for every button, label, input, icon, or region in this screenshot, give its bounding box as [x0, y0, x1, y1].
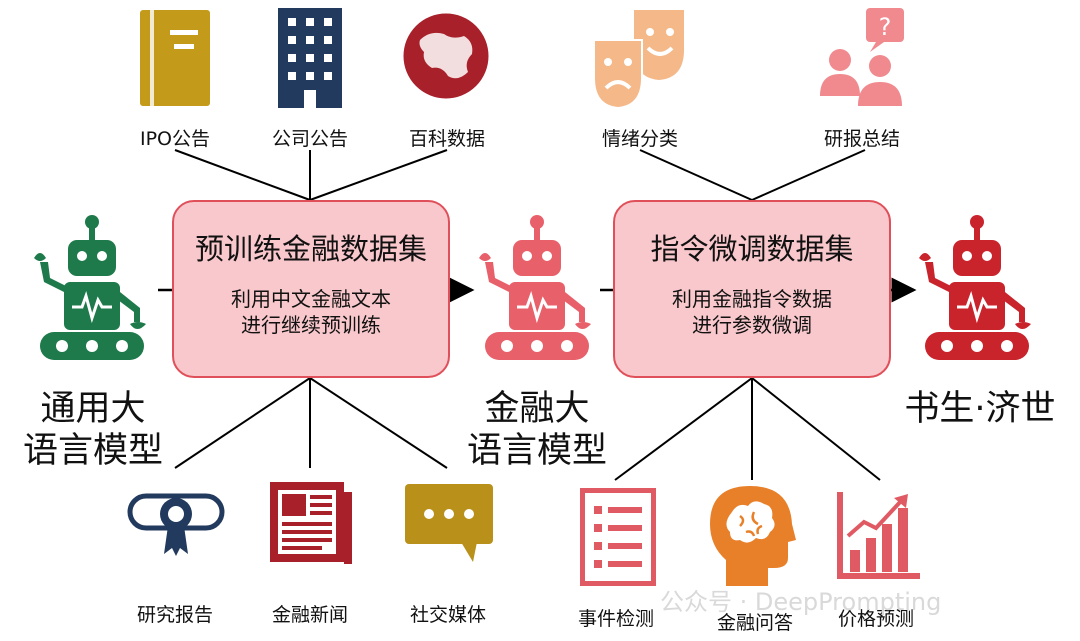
source-label-event-detection: 事件检测 [577, 608, 654, 630]
robot-finance-icon [479, 215, 591, 360]
pretrain-desc-line1: 利用中文金融文本 [231, 287, 391, 311]
robot-general-icon [34, 215, 146, 360]
instruct-dataset-title: 指令微调数据集 [650, 232, 854, 266]
discussion-people-icon: ? [820, 8, 904, 106]
source-label-encyclopedia: 百科数据 [408, 128, 485, 150]
pretrain-dataset-box: 预训练金融数据集 利用中文金融文本 进行继续预训练 [172, 200, 450, 378]
pretrain-dataset-desc: 利用中文金融文本 进行继续预训练 [174, 286, 448, 338]
robot-final-icon [919, 215, 1031, 360]
growth-chart-icon [837, 492, 920, 579]
finance-model-line2: 语言模型 [466, 431, 607, 471]
source-label-finance-qa: 金融问答 [716, 612, 793, 634]
book-icon [140, 10, 210, 106]
certificate-icon [127, 493, 225, 556]
pretrain-dataset-title: 预训练金融数据集 [194, 232, 427, 266]
building-icon [278, 8, 342, 108]
final-model-label: 书生·济世 [904, 389, 1056, 429]
general-model-line2: 语言模型 [22, 431, 163, 471]
brain-head-icon [710, 486, 796, 586]
source-label-company: 公司公告 [271, 128, 348, 150]
drama-masks-icon [594, 10, 684, 110]
chat-bubble-icon [405, 484, 493, 562]
instruct-dataset-box: 指令微调数据集 利用金融指令数据 进行参数微调 [613, 200, 891, 378]
instruct-dataset-desc: 利用金融指令数据 进行参数微调 [615, 286, 889, 338]
finance-model-label: 金融大 语言模型 [462, 388, 612, 472]
instruct-desc-line2: 进行参数微调 [692, 313, 812, 337]
finance-model-line1: 金融大 [484, 389, 590, 429]
svg-text:?: ? [879, 13, 892, 41]
source-label-report-summary: 研报总结 [823, 128, 900, 150]
newspaper-icon [270, 482, 352, 564]
source-label-finance-news: 金融新闻 [271, 604, 348, 626]
watermark: 公众号 · DeepPrompting [660, 588, 942, 616]
general-model-label: 通用大 语言模型 [18, 388, 168, 472]
globe-icon [400, 10, 492, 102]
instruct-desc-line1: 利用金融指令数据 [672, 287, 832, 311]
source-label-ipo: IPO公告 [139, 128, 211, 150]
checklist-icon [580, 488, 656, 586]
source-label-price-prediction: 价格预测 [837, 608, 914, 630]
source-label-social-media: 社交媒体 [409, 604, 486, 626]
source-label-sentiment: 情绪分类 [601, 128, 678, 150]
pretrain-desc-line2: 进行继续预训练 [241, 313, 381, 337]
source-label-research-report: 研究报告 [136, 604, 213, 626]
general-model-line1: 通用大 [40, 389, 146, 429]
